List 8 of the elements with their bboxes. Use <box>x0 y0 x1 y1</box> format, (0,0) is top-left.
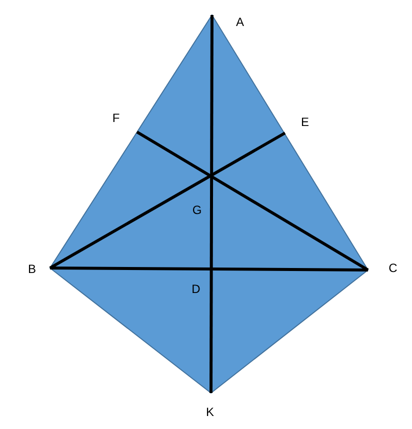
point-label: K <box>206 406 214 418</box>
point-label: D <box>192 283 200 295</box>
point-label: F <box>112 112 120 124</box>
point-label: B <box>28 263 36 275</box>
point-label: A <box>236 16 244 28</box>
point-label: C <box>388 262 398 274</box>
point-label: E <box>301 116 309 128</box>
point-label: G <box>192 204 202 216</box>
